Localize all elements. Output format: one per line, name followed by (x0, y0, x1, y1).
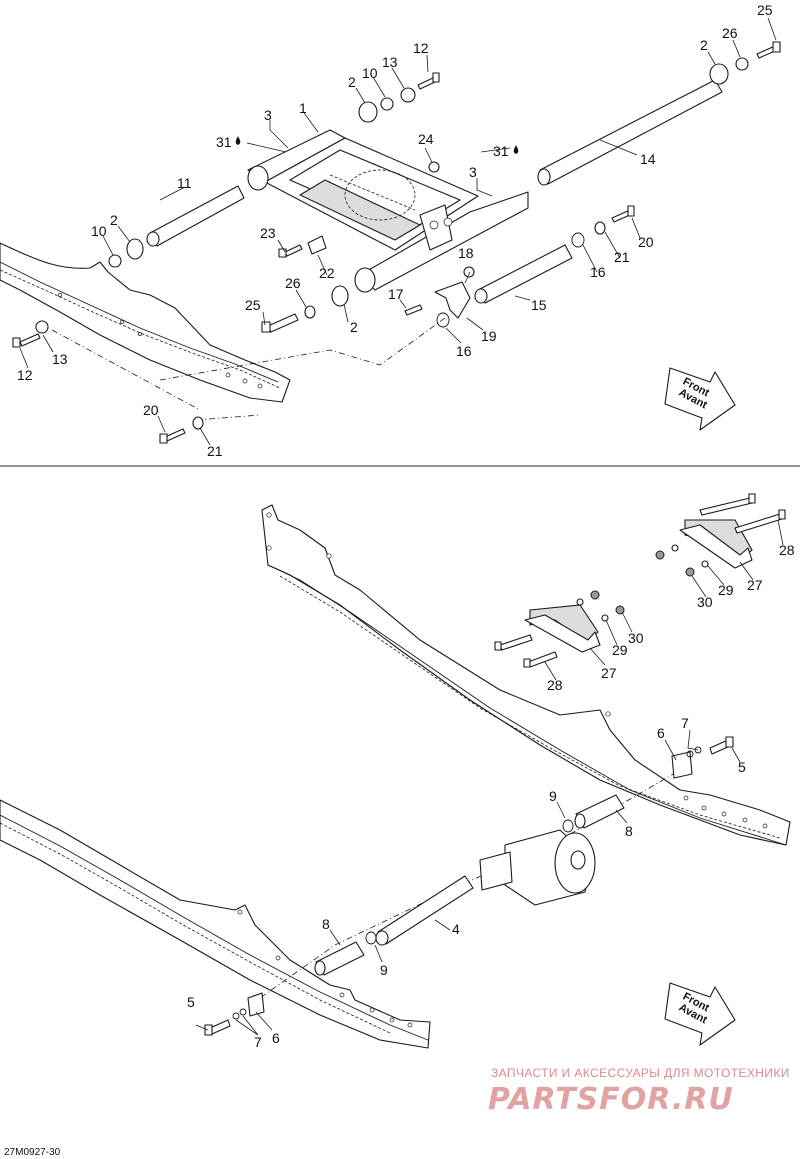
part-number-label: 26 (285, 275, 301, 291)
part-number-label: 31 (216, 134, 232, 150)
part-number-label: 4 (452, 921, 460, 937)
part-number-label: 5 (738, 759, 746, 775)
part-number-label: 3 (264, 107, 272, 123)
lubricant-drop-icon (235, 136, 241, 145)
long-shaft-14 (537, 79, 723, 186)
bracket-19 (434, 281, 471, 319)
part-number-label: 14 (640, 151, 656, 167)
part-number-label: 2 (348, 74, 356, 90)
bottom-part-numbers: 4 5 5 6 6 7 7 8 8 9 9 27 27 28 28 29 29 … (187, 542, 795, 1050)
part-number-label: 15 (531, 297, 547, 313)
part-number-label: 28 (547, 677, 563, 693)
part-number-label: 5 (187, 994, 195, 1010)
part-number-label: 27 (747, 577, 763, 593)
part-number-label: 13 (382, 54, 398, 70)
part-number-label: 10 (362, 65, 378, 81)
part-number-label: 24 (418, 131, 434, 147)
bushing-2d (331, 285, 349, 307)
top-part-numbers: 1 2 2 2 2 3 3 10 10 11 12 12 13 13 14 15… (17, 2, 773, 459)
axle-fasteners-left (204, 992, 265, 1036)
bushing-2a (358, 101, 378, 123)
part-number-label: 20 (143, 402, 159, 418)
part-number-label: 22 (319, 265, 335, 281)
left-slide-rail-top (0, 242, 291, 403)
clamp-fasteners (494, 493, 786, 668)
part-number-label: 11 (177, 175, 192, 191)
part-number-label: 29 (718, 582, 734, 598)
part-number-label: 27 (601, 665, 617, 681)
watermark-logo: PARTSFOR.RU (488, 1082, 734, 1117)
part-number-label: 29 (612, 642, 628, 658)
part-number-label: 9 (549, 788, 557, 804)
part-number-label: 16 (590, 264, 606, 280)
idler-wheel (479, 829, 596, 906)
shaft-11 (146, 185, 245, 247)
top-bolts (12, 41, 781, 444)
part-number-label: 23 (260, 225, 276, 241)
top-assembly: Front Avant (0, 2, 781, 459)
part-number-label: 9 (380, 962, 388, 978)
part-number-label: 2 (350, 319, 358, 335)
front-arm-frame (247, 129, 529, 293)
watermark-tagline: ЗАПЧАСТИ И АКСЕССУАРЫ ДЛЯ МОТОТЕХНИКИ (491, 1066, 790, 1080)
part-number-label: 21 (614, 249, 630, 265)
axle-fasteners-right (671, 736, 734, 779)
bushing-2b (709, 63, 729, 85)
part-number-label: 1 (299, 100, 307, 116)
lubricant-drop-icon (513, 145, 519, 154)
part-number-label: 8 (625, 823, 633, 839)
part-number-label: 21 (207, 443, 223, 459)
right-slide-rail (261, 504, 791, 846)
figure-code: 27M0927-30 (4, 1147, 61, 1158)
front-direction-arrow-bottom: Front Avant (664, 982, 736, 1046)
part-number-label: 26 (722, 25, 738, 41)
part-number-label: 25 (245, 297, 261, 313)
part-number-label: 13 (52, 351, 68, 367)
watermark: ЗАПЧАСТИ И АКСЕССУАРЫ ДЛЯ МОТОТЕХНИКИ PA… (488, 1066, 790, 1117)
part-number-label: 18 (458, 245, 474, 261)
part-number-label: 28 (779, 542, 795, 558)
bottom-assembly: Front Avant 4 5 (0, 493, 795, 1050)
part-number-label: 12 (17, 367, 33, 383)
shaft-15 (474, 244, 573, 304)
part-number-label: 7 (681, 715, 689, 731)
part-number-label: 10 (91, 223, 107, 239)
left-slide-rail (0, 799, 431, 1049)
part-number-label: 6 (657, 725, 665, 741)
part-number-label: 7 (254, 1034, 262, 1050)
part-number-label: 2 (700, 37, 708, 53)
part-number-label: 30 (697, 594, 713, 610)
part-number-label: 20 (638, 234, 654, 250)
part-number-label: 30 (628, 630, 644, 646)
part-number-label: 12 (413, 40, 429, 56)
part-number-label: 25 (757, 2, 773, 18)
part-number-label: 8 (322, 916, 330, 932)
bottom-leaders (195, 519, 784, 1036)
part-number-label: 16 (456, 343, 472, 359)
part-number-label: 2 (110, 212, 118, 228)
part-number-label: 6 (272, 1030, 280, 1046)
part-number-label: 19 (481, 328, 497, 344)
bushing-2c (126, 238, 144, 260)
part-number-label: 17 (388, 286, 404, 302)
top-leaders (19, 17, 777, 446)
part-number-label: 31 (493, 143, 509, 159)
front-direction-arrow-top: Front Avant (664, 367, 736, 431)
axle-4 (375, 875, 474, 946)
part-number-label: 3 (469, 164, 477, 180)
clamp-27-lower (524, 604, 601, 653)
